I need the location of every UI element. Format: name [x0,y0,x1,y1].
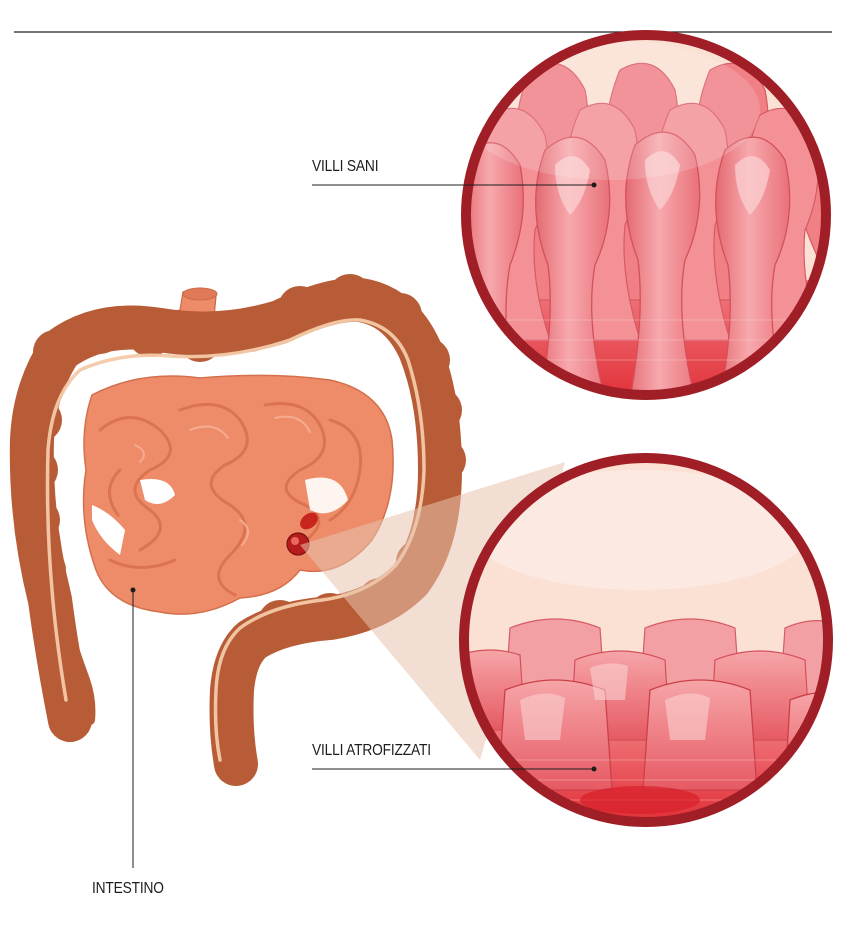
healthy-villi-leader-dot [592,183,596,187]
intestine-leader-dot [131,588,135,592]
atrophied-villi-label: VILLI ATROFIZZATI [312,742,431,760]
atrophied-villi-leader-dot [592,767,596,771]
healthy-villi-label: VILLI SANI [312,158,378,176]
healthy-villi-circle [460,30,840,410]
intestine-label: INTESTINO [92,880,164,898]
atrophied-villi-circle [460,455,840,830]
